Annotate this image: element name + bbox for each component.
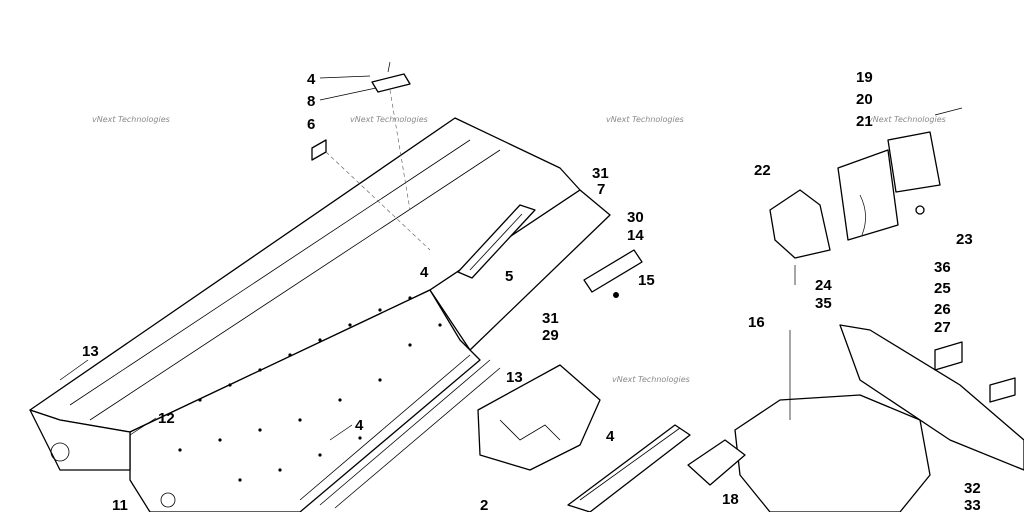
- tunnel-ridge-line: [319, 359, 491, 506]
- callout-label: 27: [934, 319, 951, 336]
- callout-label: 13: [506, 369, 523, 386]
- tunnel-ridge-line: [334, 367, 501, 509]
- snow-flap: [477, 364, 601, 471]
- tail-light-assembly: [769, 107, 963, 285]
- callout-label: 22: [754, 162, 771, 179]
- running-board-tread: [579, 427, 681, 501]
- tunnel-ridge-line: [89, 149, 501, 421]
- callout-label: 32: [964, 480, 981, 497]
- step-pad: [687, 439, 746, 486]
- mount-bracket: [371, 73, 411, 93]
- tunnel-assembly: [29, 117, 611, 512]
- callouts: 4 8 6 13 12 11 4 4 5 31 7 30 14 15 31 29…: [59, 69, 981, 512]
- watermark: vNext Technologies: [606, 115, 684, 124]
- flap-patch: [934, 341, 963, 371]
- rear-flap: [839, 324, 1024, 471]
- leader-line: [319, 75, 371, 79]
- callout-label: 30: [627, 209, 644, 226]
- callout-label: 33: [964, 497, 981, 512]
- reflector-screw: [613, 292, 619, 298]
- assembly-line: [389, 89, 411, 211]
- tail-light-gasket: [837, 149, 899, 241]
- leader-line: [329, 424, 353, 441]
- callout-label: 31: [592, 165, 609, 182]
- leader-line: [59, 359, 89, 381]
- callout-label: 20: [856, 91, 873, 108]
- callout-label: 4: [355, 417, 364, 434]
- tail-light-housing: [769, 189, 831, 259]
- callout-label: 5: [505, 268, 513, 285]
- callout-label: 2: [480, 497, 488, 512]
- callout-label: 7: [597, 181, 605, 198]
- tail-light-wire: [859, 194, 866, 236]
- callout-label: 4: [606, 428, 615, 445]
- tunnel-front-flange: [29, 409, 131, 471]
- reflector-plate: [583, 249, 643, 293]
- tunnel-right-rail: [429, 189, 611, 351]
- watermark: vNext Technologies: [92, 115, 170, 124]
- callout-label: 8: [307, 93, 315, 110]
- tunnel-hole: [50, 442, 70, 462]
- callout-label: 21: [856, 113, 873, 130]
- running-board: [567, 424, 691, 512]
- tunnel-hole: [160, 492, 176, 508]
- decal-stripe: [469, 213, 523, 271]
- rear-bumper: [734, 394, 931, 512]
- callout-label: 19: [856, 69, 873, 86]
- watermark: vNext Technologies: [350, 115, 428, 124]
- callout-label: 31: [542, 310, 559, 327]
- callout-label: 14: [627, 227, 644, 244]
- callout-label: 4: [307, 71, 316, 88]
- assembly-line: [325, 151, 431, 251]
- callout-label: 24: [815, 277, 832, 294]
- callout-label: 12: [158, 410, 175, 427]
- callout-label: 35: [815, 295, 832, 312]
- tail-light-lens: [887, 131, 941, 193]
- callout-label: 25: [934, 280, 951, 297]
- tail-light-bolt: [934, 107, 963, 116]
- gasket-square: [311, 139, 327, 161]
- flap-patch: [989, 377, 1016, 403]
- snow-flap-cutout: [499, 419, 561, 441]
- callout-label: 6: [307, 116, 315, 133]
- callout-label: 29: [542, 327, 559, 344]
- bolt: [387, 61, 391, 73]
- callout-label: 16: [748, 314, 765, 331]
- leader-line: [129, 417, 157, 436]
- callout-label: 4: [420, 264, 429, 281]
- tunnel-ridge-line: [299, 354, 471, 501]
- callout-label: 15: [638, 272, 655, 289]
- callout-label: 26: [934, 301, 951, 318]
- rear-bumper-assembly: [687, 324, 1024, 512]
- callout-label: 18: [722, 491, 739, 508]
- callout-label: 13: [82, 343, 99, 360]
- leader-line: [319, 87, 377, 101]
- callout-label: 11: [112, 497, 128, 512]
- watermark: vNext Technologies: [868, 115, 946, 124]
- mount-bracket-parts: [311, 61, 431, 251]
- callout-label: 23: [956, 231, 973, 248]
- tunnel-ridge-line: [69, 139, 471, 406]
- rivet-pattern: [178, 296, 442, 482]
- callout-label: 36: [934, 259, 951, 276]
- tail-light-bulb: [915, 205, 925, 215]
- watermark: vNext Technologies: [612, 375, 690, 384]
